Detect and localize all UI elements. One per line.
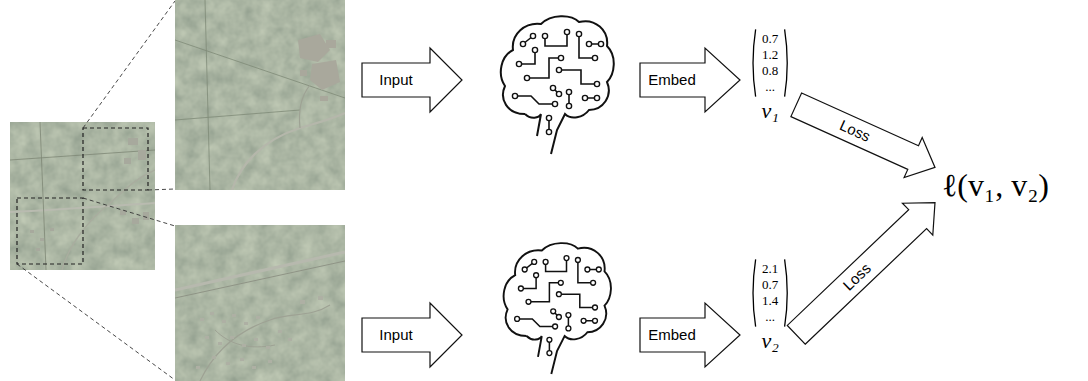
vector-node: 0.71.20.8...v₁ [750,28,790,124]
vector-entry: ... [762,309,778,325]
vector-entry: 0.7 [762,277,778,293]
vector-entry: 2.1 [762,261,778,277]
edge-label: Loss [839,260,874,295]
vector-bracket: 0.71.20.8... [750,28,790,98]
zoom-leaders [17,1,175,380]
parentheses [753,29,787,96]
loss-node: ℓ(v₁, v₂) [938,163,1053,207]
vector-bracket: 2.10.71.4... [750,258,790,328]
satellite-crop [175,0,345,190]
vector-entry: 1.2 [762,47,778,63]
vector-name: v₂ [750,328,790,354]
satellite-image [10,122,155,270]
block-arrow [791,93,935,178]
edge-label: Loss [837,116,873,145]
satellite-crop [175,225,345,381]
block-arrow [787,203,935,345]
loss-formula: ℓ(v₁, v₂) [938,163,1053,207]
parentheses [753,259,787,326]
vector-node: 2.10.71.4...v₂ [750,258,790,354]
crop-box [17,198,83,264]
vector-name: v₁ [750,98,790,124]
arrow-label: Embed [648,71,696,89]
network-icon [504,243,611,374]
block-arrows [362,48,740,367]
vector-entry: 0.7 [762,31,778,47]
arrow-label: Embed [648,326,696,344]
arrow-label: Input [379,326,412,344]
vector-entry: 0.8 [762,63,778,79]
vector-entry: 1.4 [762,293,778,309]
arrow-label: Input [379,71,412,89]
crop-box [83,128,148,190]
vector-entry: ... [762,79,778,95]
network-icon [501,16,614,154]
